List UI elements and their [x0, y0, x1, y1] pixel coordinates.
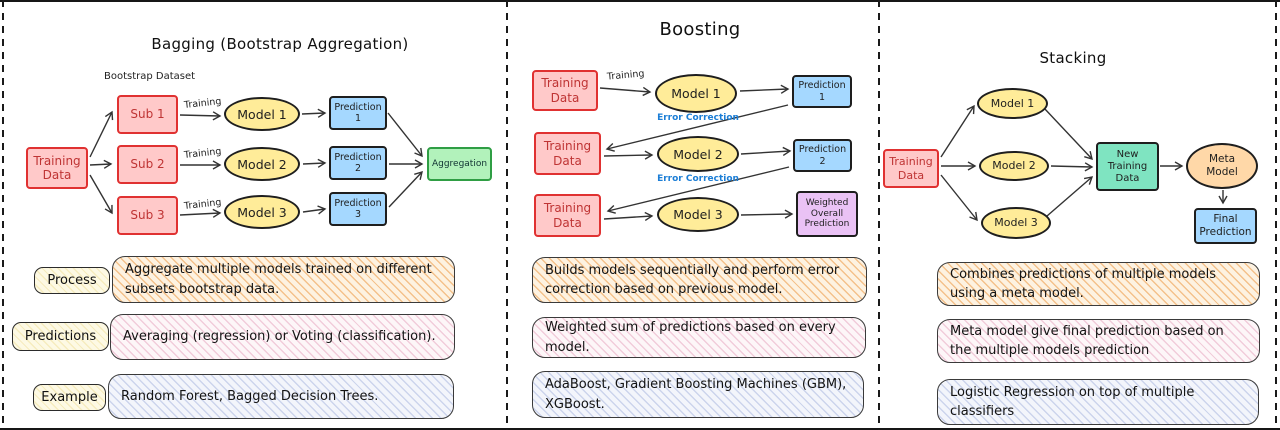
boosting-model3-text: Model 3: [673, 207, 723, 222]
bagging-model2-ellipse: Model 2: [224, 147, 300, 181]
bagging-model2-text: Model 2: [237, 156, 287, 172]
bagging-training-data-text: Training Data: [33, 153, 81, 182]
bagging-sub3-box: Sub 3: [117, 196, 178, 235]
stacking-predictions-text: Meta model give final prediction based o…: [950, 323, 1224, 359]
boosting-prediction2-text: Prediction 2: [798, 144, 847, 167]
stacking-model2-text: Model 2: [992, 159, 1036, 173]
bagging-training-arrow-label-1: Training: [183, 96, 222, 111]
predictions-tag: Predictions: [12, 322, 109, 351]
boosting-predictions-text: Weighted sum of predictions based on eve…: [545, 320, 836, 355]
bagging-predictions-content: Averaging (regression) or Voting (classi…: [110, 314, 455, 360]
meta-model-text: Meta Model: [1206, 153, 1238, 178]
new-training-data-text: New Training Data: [1107, 148, 1148, 184]
stacking-model3-ellipse: Model 3: [981, 207, 1051, 239]
boosting-prediction1-box: Prediction 1: [792, 75, 852, 108]
bagging-training-data-box: Training Data: [26, 147, 88, 189]
final-prediction-text: Final Prediction: [1199, 213, 1252, 238]
boosting-training-data1-box: Training Data: [532, 70, 598, 111]
boosting-process-content: Builds models sequentially and perform e…: [532, 257, 867, 303]
bagging-model1-text: Model 1: [237, 106, 287, 122]
meta-model-ellipse: Meta Model: [1186, 143, 1258, 189]
bagging-prediction2-box: Prediction 2: [329, 146, 387, 180]
boosting-example-content: AdaBoost, Gradient Boosting Machines (GB…: [532, 371, 864, 418]
bottom-border-line: [0, 428, 1280, 430]
bagging-prediction3-text: Prediction 3: [334, 197, 382, 220]
final-prediction-box: Final Prediction: [1194, 208, 1257, 244]
predictions-tag-text: Predictions: [24, 329, 97, 344]
sub3-text: Sub 3: [130, 208, 165, 223]
stacking-training-data-box: Training Data: [883, 149, 939, 188]
bagging-model3-ellipse: Model 3: [224, 195, 300, 229]
bagging-sub2-box: Sub 2: [117, 145, 178, 184]
bagging-prediction1-text: Prediction 1: [334, 101, 382, 124]
process-tag: Process: [34, 267, 110, 294]
stacking-title: Stacking: [1039, 49, 1107, 67]
stacking-model1-text: Model 1: [990, 96, 1035, 110]
weighted-overall-prediction-box: Weighted Overall Prediction: [796, 191, 858, 237]
boosting-model2-ellipse: Model 2: [657, 136, 739, 172]
right-dashed-divider: [1275, 0, 1277, 430]
error-correction-label-1: Error Correction: [657, 113, 739, 123]
weighted-overall-prediction-text: Weighted Overall Prediction: [804, 197, 850, 230]
bagging-model1-ellipse: Model 1: [224, 97, 300, 131]
bagging-process-text: Aggregate multiple models trained on dif…: [125, 262, 432, 297]
stacking-model1-ellipse: Model 1: [977, 88, 1048, 119]
bagging-prediction3-box: Prediction 3: [329, 192, 387, 226]
bagging-prediction2-text: Prediction 2: [334, 151, 382, 174]
stacking-example-content: Logistic Regression on top of multiple c…: [937, 379, 1259, 425]
boosting-model1-text: Model 1: [671, 86, 721, 101]
boosting-training-data2-box: Training Data: [534, 132, 601, 175]
stacking-process-content: Combines predictions of multiple models …: [937, 262, 1260, 306]
new-training-data-box: New Training Data: [1096, 142, 1159, 191]
boosting-predictions-content: Weighted sum of predictions based on eve…: [532, 317, 866, 358]
stacking-predictions-content: Meta model give final prediction based o…: [937, 319, 1260, 363]
boosting-title: Boosting: [659, 19, 741, 40]
example-tag-text: Example: [41, 390, 98, 405]
stacking-td-text: Training Data: [889, 155, 933, 182]
boosting-model3-ellipse: Model 3: [657, 197, 739, 232]
bagging-model3-text: Model 3: [237, 204, 287, 220]
boosting-stacking-divider: [878, 0, 880, 430]
sub1-text: Sub 1: [130, 107, 165, 122]
left-dashed-divider: [2, 0, 4, 430]
aggregation-text: Aggregation: [431, 158, 488, 169]
boosting-example-text: AdaBoost, Gradient Boosting Machines (GB…: [545, 377, 847, 412]
error-correction-label-2: Error Correction: [657, 174, 739, 184]
bagging-example-text: Random Forest, Bagged Decision Trees.: [121, 388, 379, 404]
boosting-model1-ellipse: Model 1: [655, 74, 737, 113]
process-tag-text: Process: [47, 273, 97, 288]
top-border-line: [0, 0, 1280, 2]
stacking-model2-ellipse: Model 2: [979, 151, 1049, 181]
boosting-prediction2-box: Prediction 2: [793, 139, 852, 172]
bagging-training-arrow-label-2: Training: [183, 146, 222, 161]
bagging-aggregation-box: Aggregation: [427, 147, 492, 181]
bagging-prediction1-box: Prediction 1: [329, 96, 387, 130]
boosting-td1-text: Training Data: [541, 76, 589, 105]
bagging-example-content: Random Forest, Bagged Decision Trees.: [108, 374, 454, 419]
bagging-sub1-box: Sub 1: [117, 95, 178, 134]
stacking-example-text: Logistic Regression on top of multiple c…: [950, 384, 1195, 420]
boosting-training-arrow-label: Training: [606, 68, 645, 83]
bagging-training-arrow-label-3: Training: [183, 197, 222, 212]
sub2-text: Sub 2: [130, 157, 165, 172]
boosting-prediction1-text: Prediction 1: [798, 80, 846, 103]
stacking-process-text: Combines predictions of multiple models …: [950, 266, 1216, 302]
bagging-boosting-divider: [506, 0, 508, 430]
bootstrap-dataset-label: Bootstrap Dataset: [104, 71, 196, 82]
boosting-td3-text: Training Data: [543, 201, 592, 230]
boosting-training-data3-box: Training Data: [534, 194, 601, 237]
bagging-process-content: Aggregate multiple models trained on dif…: [112, 256, 455, 303]
boosting-td2-text: Training Data: [543, 139, 592, 168]
bagging-title: Bagging (Bootstrap Aggregation): [151, 35, 409, 53]
bagging-predictions-text: Averaging (regression) or Voting (classi…: [123, 329, 436, 345]
boosting-model2-text: Model 2: [673, 146, 723, 162]
boosting-process-text: Builds models sequentially and perform e…: [545, 262, 840, 298]
stacking-model3-text: Model 3: [994, 216, 1038, 230]
example-tag: Example: [33, 384, 106, 411]
